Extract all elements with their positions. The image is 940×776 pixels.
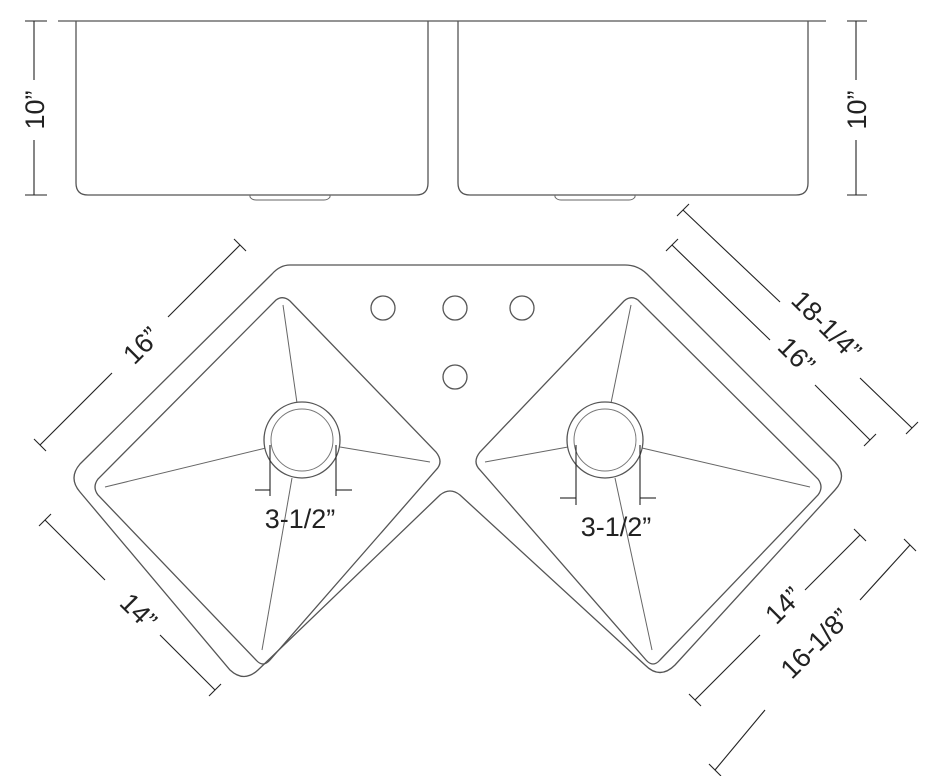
right-overall-width-dimension: 18-1/4” — [676, 203, 919, 435]
elevation-view: 10” 10” — [20, 20, 872, 201]
right-height-dimension: 10” — [842, 20, 872, 196]
left-bowl-ribs — [104, 304, 431, 651]
faucet-hole — [509, 295, 535, 321]
right-drain — [566, 401, 644, 479]
left-drain-dimension: 3-1/2” — [255, 445, 352, 534]
right-drain-dimension: 3-1/2” — [560, 445, 656, 542]
left-drain — [263, 401, 341, 479]
right-overall-depth-dimension: 16-1/8” — [708, 538, 917, 776]
right-drain-profile — [554, 195, 636, 201]
left-bowl — [94, 297, 441, 665]
left-width-label: 16” — [117, 321, 166, 370]
left-height-dimension: 10” — [20, 20, 50, 196]
right-height-label: 10” — [842, 90, 872, 129]
left-depth-label: 14” — [114, 587, 163, 636]
faucet-hole — [442, 364, 468, 390]
right-bowl-width-label: 16” — [772, 331, 821, 380]
faucet-holes — [370, 295, 535, 390]
left-drain-label: 3-1/2” — [265, 504, 336, 534]
right-bowl — [475, 297, 822, 665]
left-depth-dimension: 14” — [38, 513, 222, 697]
left-bowl-profile — [75, 21, 429, 196]
plan-view: 3-1/2” 3-1/2” 16” 14” — [33, 203, 919, 776]
right-drain-label: 3-1/2” — [581, 512, 652, 542]
left-width-dimension: 16” — [33, 238, 247, 452]
right-bowl-profile — [457, 21, 809, 196]
left-drain-profile — [249, 195, 331, 201]
right-bowl-depth-label: 14” — [759, 581, 808, 630]
sink-outline — [73, 264, 843, 678]
right-bowl-ribs — [484, 304, 811, 651]
left-height-label: 10” — [20, 90, 50, 129]
faucet-hole — [370, 295, 396, 321]
faucet-hole — [442, 295, 468, 321]
